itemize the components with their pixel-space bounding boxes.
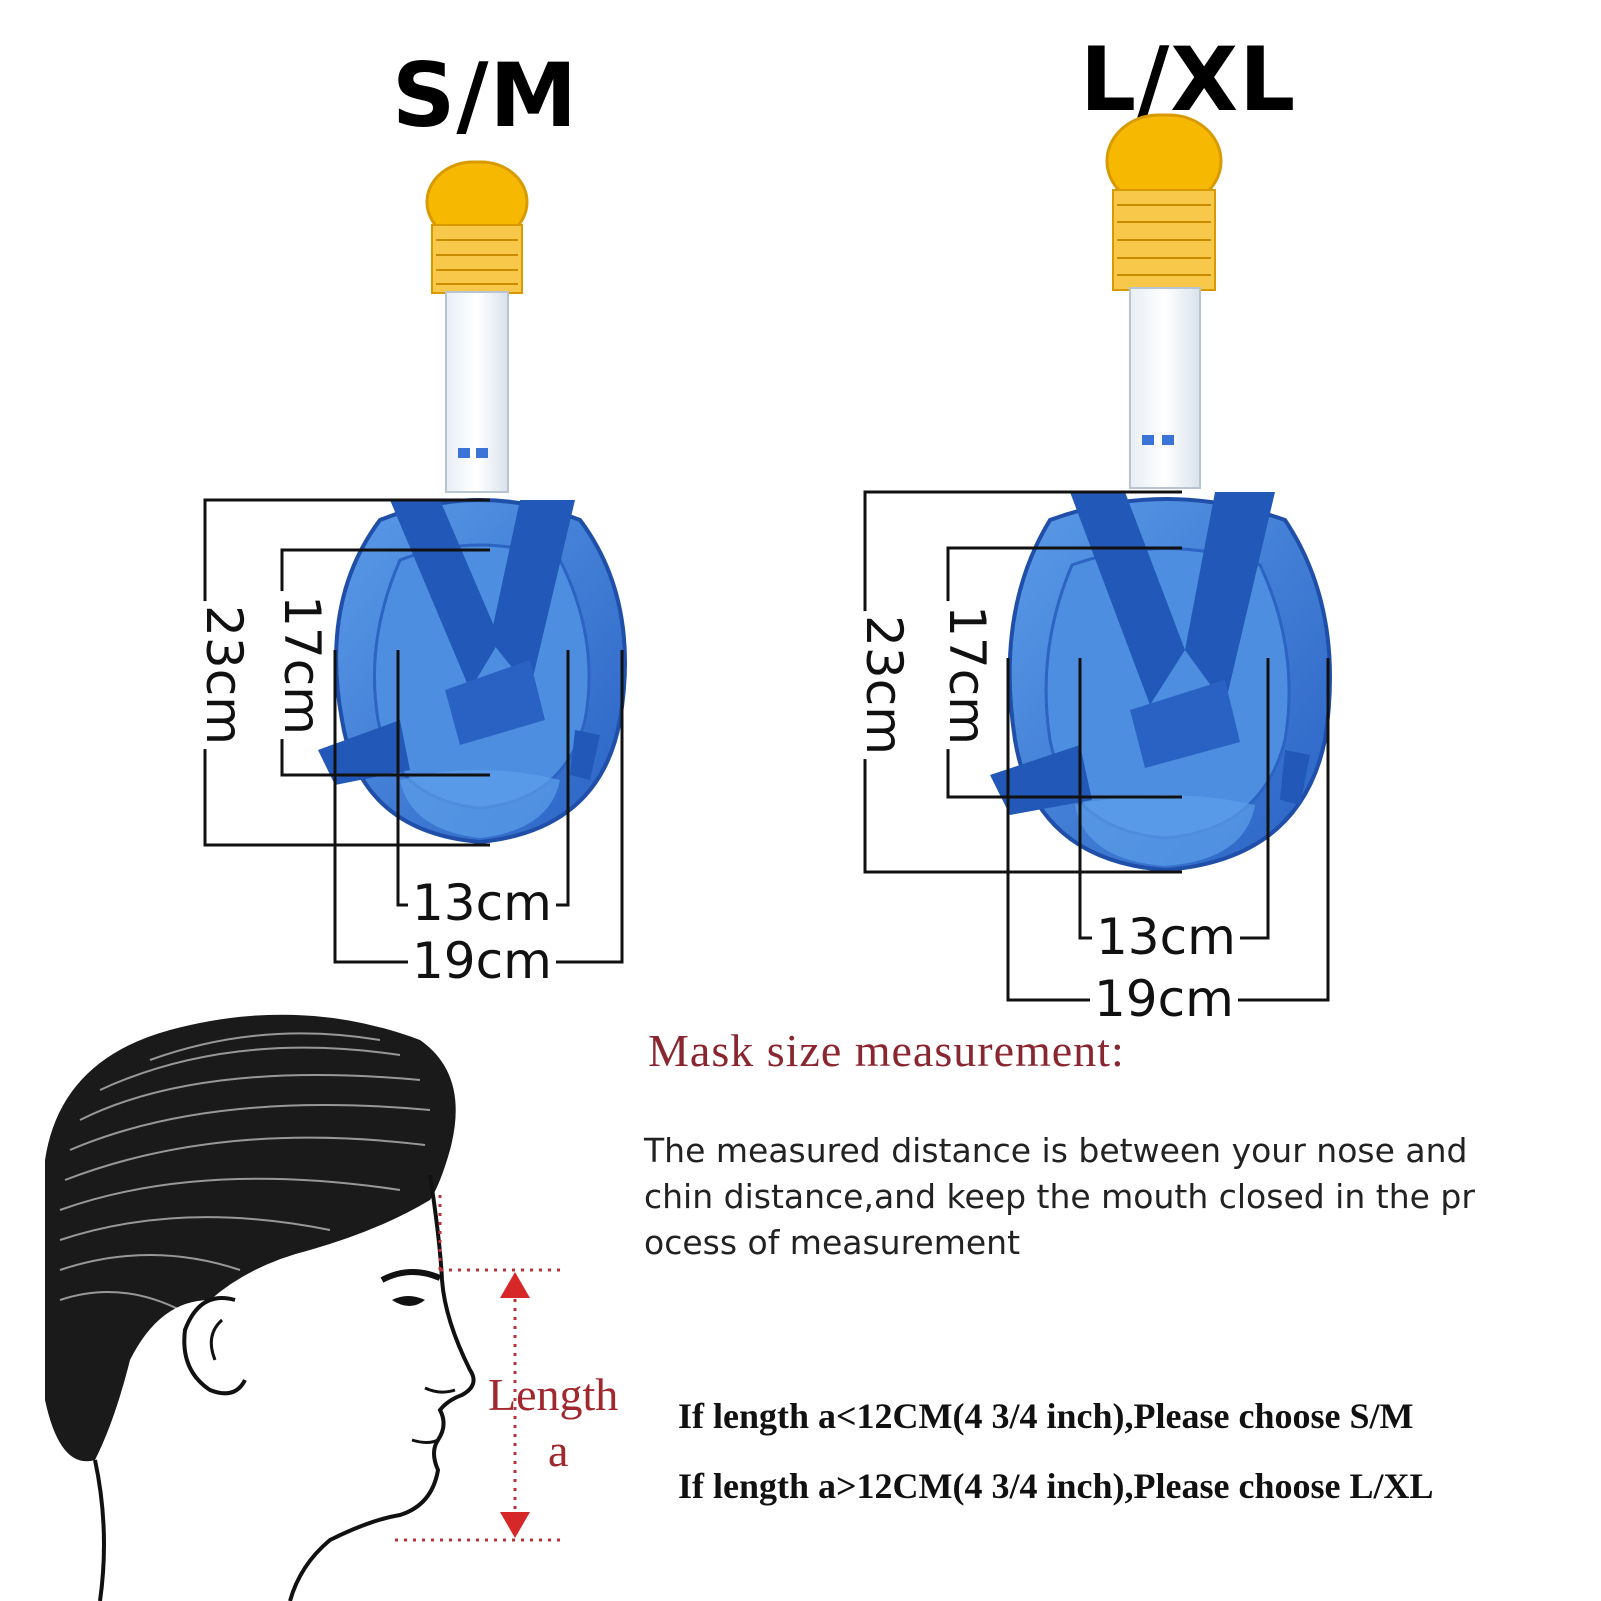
dim-large-width-inner: 13cm (1092, 912, 1240, 962)
arrow-down-icon (500, 1512, 530, 1538)
description-line: ocess of measurement (644, 1223, 1021, 1262)
arrow-up-icon (500, 1272, 530, 1298)
size-label-large: L/XL (1080, 28, 1297, 131)
size-label-small: S/M (392, 44, 579, 147)
dim-small-height-inner: 17cm (273, 591, 331, 739)
size-rule-large: If length a>12CM(4 3/4 inch),Please choo… (678, 1466, 1434, 1506)
measurement-description: The measured distance is between your no… (644, 1128, 1594, 1266)
description-line: chin distance,and keep the mouth closed … (644, 1177, 1475, 1216)
dim-small-height-outer: 23cm (195, 601, 253, 749)
measurement-heading: Mask size measurement: (648, 1025, 1125, 1076)
mask-small (318, 160, 627, 845)
dim-large-height-inner: 17cm (938, 601, 996, 749)
length-guide (395, 1195, 560, 1542)
size-rule-small: If length a<12CM(4 3/4 inch),Please choo… (678, 1396, 1414, 1436)
head-profile (45, 1014, 476, 1601)
dim-large-height-outer: 23cm (855, 611, 913, 759)
description-line: The measured distance is between your no… (644, 1131, 1468, 1170)
dim-large-width-outer: 19cm (1090, 974, 1238, 1024)
dim-small-width-outer: 19cm (408, 936, 556, 986)
eye-icon (392, 1296, 425, 1306)
dim-small-width-inner: 13cm (408, 878, 556, 928)
length-variable: a (548, 1425, 569, 1476)
length-label: Length (488, 1369, 619, 1420)
mask-large (990, 113, 1332, 873)
ear-icon (182, 1296, 247, 1396)
